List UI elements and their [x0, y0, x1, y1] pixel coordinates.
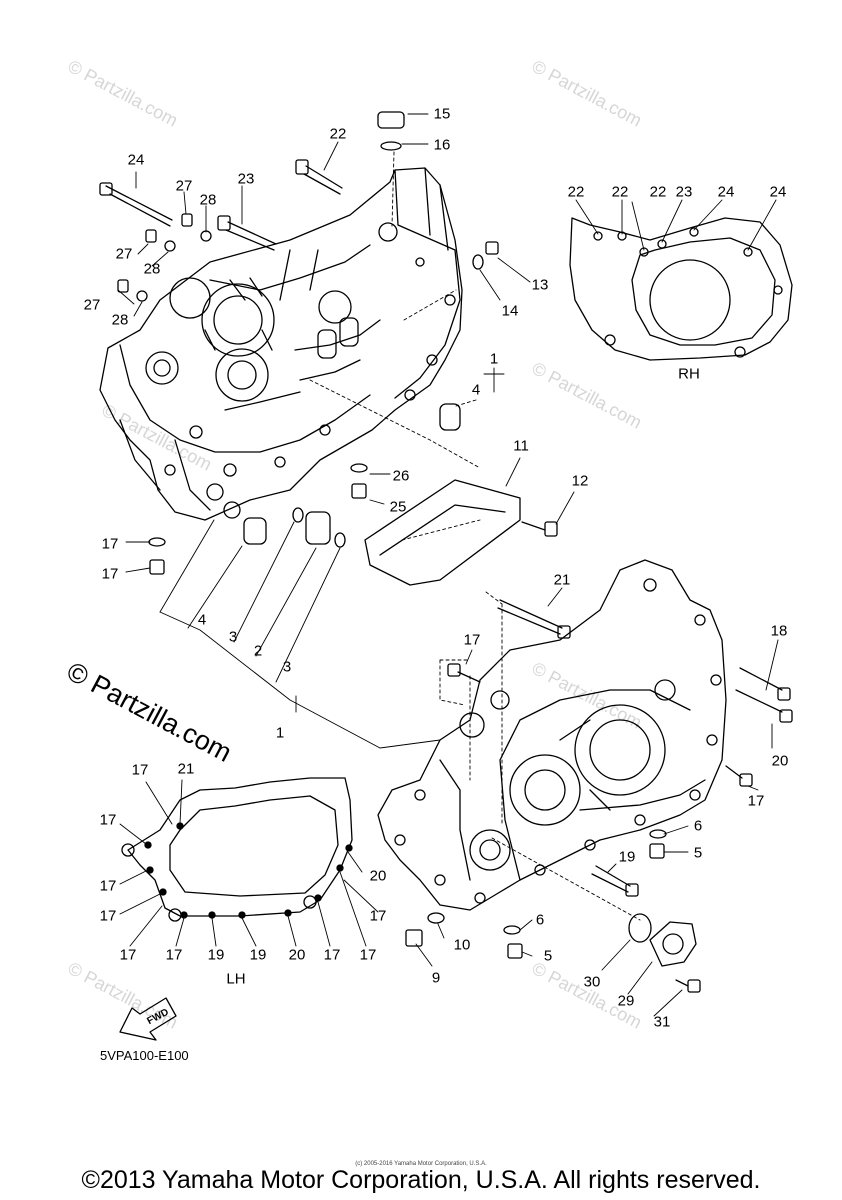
- callout-4: 4: [471, 381, 481, 399]
- callout-28: 28: [143, 260, 161, 278]
- callout-19: 19: [207, 946, 225, 964]
- copyright-footer: ©2013 Yamaha Motor Corporation, U.S.A. A…: [81, 1166, 761, 1194]
- callout-4: 4: [197, 611, 207, 629]
- callout-29: 29: [617, 992, 635, 1010]
- callout-6: 6: [535, 911, 545, 929]
- callout-17: 17: [119, 946, 137, 964]
- callout-3: 3: [228, 628, 238, 646]
- callout-16: 16: [433, 136, 451, 154]
- callout-26: 26: [392, 467, 410, 485]
- callout-23: 23: [675, 183, 693, 201]
- rh-label: RH: [678, 365, 700, 383]
- callout-17: 17: [131, 761, 149, 779]
- callout-5: 5: [693, 844, 703, 862]
- callout-22: 22: [611, 183, 629, 201]
- callout-17: 17: [99, 811, 117, 829]
- callout-1: 1: [489, 350, 499, 368]
- callout-20: 20: [288, 946, 306, 964]
- callout-30: 30: [583, 973, 601, 991]
- callout-24: 24: [127, 151, 145, 169]
- callout-21: 21: [177, 760, 195, 778]
- lower-crankcase: [377, 559, 727, 911]
- callout-24: 24: [717, 183, 735, 201]
- callout-10: 12: [571, 472, 589, 490]
- hardware-parts: [99, 111, 793, 993]
- callout-28: 28: [199, 191, 217, 209]
- callout-19: 19: [618, 848, 636, 866]
- callout-17: 17: [99, 907, 117, 925]
- callout-17: 17: [369, 907, 387, 925]
- copyright-small: (c) 2005-2016 Yamaha Motor Corporation, …: [355, 1161, 487, 1167]
- callout-17: 17: [99, 877, 117, 895]
- callout-27: 27: [83, 296, 101, 314]
- callout-19: 19: [249, 946, 267, 964]
- callout-18: 18: [770, 622, 788, 640]
- callout-17: 17: [323, 946, 341, 964]
- callout-2: 2: [253, 642, 263, 660]
- callout-12: 14: [501, 302, 519, 320]
- callout-28: 28: [111, 311, 129, 329]
- callout-22: 22: [649, 183, 667, 201]
- callout-17: 17: [165, 946, 183, 964]
- callout-22: 22: [567, 183, 585, 201]
- callout-20: 20: [369, 867, 387, 885]
- callout-25: 25: [389, 498, 407, 516]
- upper-crankcase: [99, 167, 463, 521]
- callout-13: 17: [101, 565, 119, 583]
- callout-5: 5: [543, 947, 553, 965]
- callout-24: 24: [769, 183, 787, 201]
- rh-case-outline: [569, 217, 793, 361]
- callout-20: 20: [771, 752, 789, 770]
- callout-21: 21: [553, 571, 571, 589]
- lh-case-outline: [121, 777, 353, 922]
- callout-27: 27: [115, 245, 133, 263]
- fwd-arrow-icon: [119, 997, 177, 1041]
- callout-27: 27: [175, 177, 193, 195]
- callout-15: 15: [433, 105, 451, 123]
- callout-22: 22: [329, 125, 347, 143]
- callout-17: 17: [359, 946, 377, 964]
- callout-7: 9: [431, 969, 441, 987]
- callout-31: 31: [653, 1013, 671, 1031]
- callout-11: 13: [531, 276, 549, 294]
- leader-lines: [117, 113, 779, 1017]
- callout-23: 23: [237, 170, 255, 188]
- diagram-code: 5VPA100-E100: [100, 1048, 189, 1063]
- callout-9: 11: [513, 437, 529, 455]
- callout-17: 17: [463, 631, 481, 649]
- lh-label: LH: [226, 970, 246, 988]
- callout-6: 6: [693, 817, 703, 835]
- callout-1: 1: [275, 724, 285, 742]
- callout-17: 17: [747, 792, 765, 810]
- callout-14: 17: [101, 535, 119, 553]
- callout-3: 3: [282, 658, 292, 676]
- callout-8: 10: [453, 936, 471, 954]
